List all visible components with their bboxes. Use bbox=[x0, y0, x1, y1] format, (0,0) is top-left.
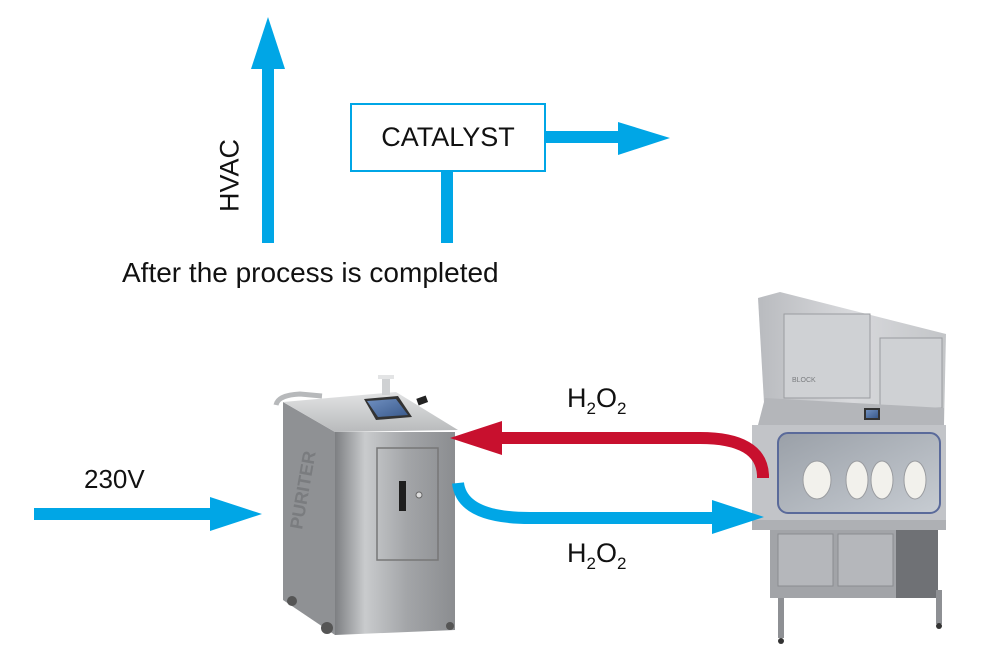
h2o2-return-h: H bbox=[567, 383, 587, 413]
isolator-device: BLOCK bbox=[752, 292, 946, 644]
h2o2-return-label: H2O2 bbox=[567, 383, 626, 419]
h2o2-supply-sub1: 2 bbox=[586, 554, 596, 573]
h2o2-return-o: O bbox=[595, 383, 617, 413]
h2o2-supply-h: H bbox=[567, 538, 587, 568]
h2o2-supply-arrow bbox=[452, 481, 764, 534]
catalyst-box: CATALYST bbox=[350, 103, 546, 172]
isolator-brand-label: BLOCK bbox=[792, 377, 816, 384]
h2o2-return-arrow bbox=[450, 421, 769, 478]
h2o2-return-sub2: 2 bbox=[616, 399, 627, 418]
power-arrow bbox=[34, 497, 262, 531]
voltage-label: 230V bbox=[84, 464, 145, 494]
h2o2-supply-label: H2O2 bbox=[567, 538, 626, 574]
hvac-label: HVAC bbox=[214, 139, 245, 213]
hvac-arrow bbox=[251, 17, 285, 243]
h2o2-supply-sub2: 2 bbox=[616, 554, 627, 573]
catalyst-inlet-line bbox=[441, 172, 453, 243]
catalyst-label: CATALYST bbox=[381, 122, 515, 152]
catalyst-outlet-arrow bbox=[546, 122, 670, 155]
after-process-caption: After the process is completed bbox=[122, 257, 499, 288]
h2o2-generator-device: PURITER bbox=[273, 375, 458, 635]
h2o2-supply-o: O bbox=[595, 538, 617, 568]
h2o2-return-sub1: 2 bbox=[586, 399, 596, 418]
